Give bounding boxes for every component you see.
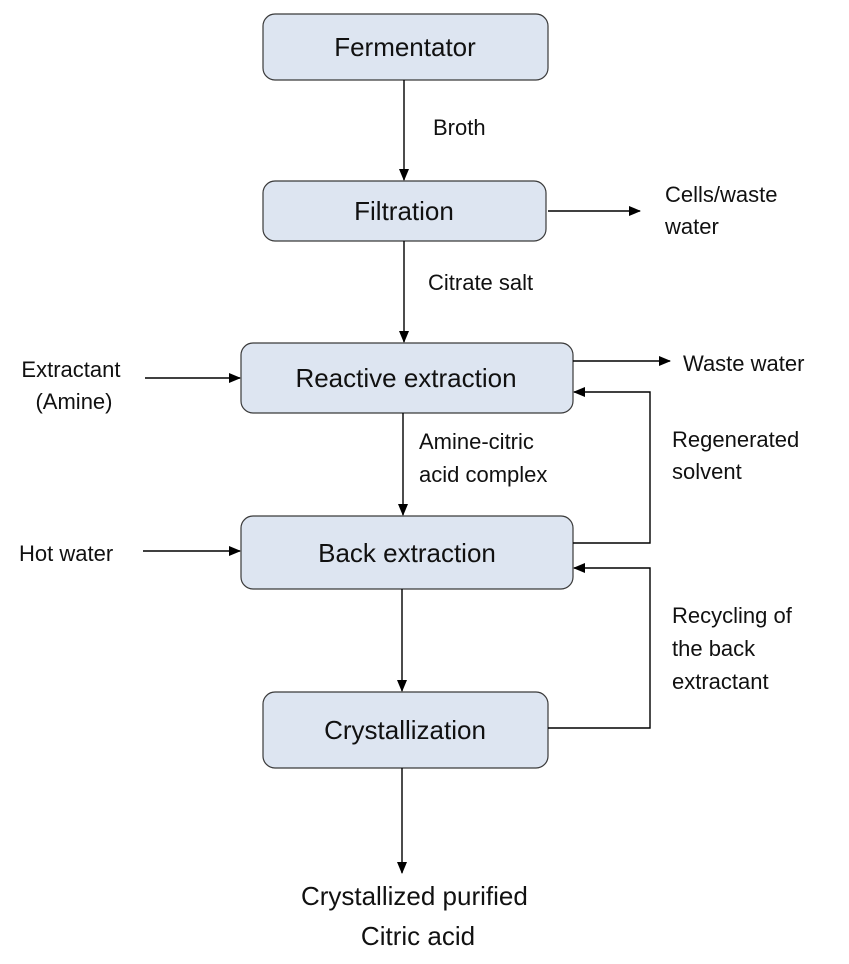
label-extractant: Extractant (Amine) — [21, 357, 126, 414]
arrow-regenerated-solvent-loop — [573, 387, 651, 544]
node-crystallization-label: Crystallization — [324, 715, 486, 745]
node-reactive-extraction-label: Reactive extraction — [295, 363, 516, 393]
label-amine-complex-line-1: Amine-citric — [419, 429, 534, 454]
label-cells-waste-water-line-1: Cells/waste — [665, 182, 777, 207]
label-hot-water: Hot water — [19, 541, 113, 566]
label-regenerated-solvent: Regenerated solvent — [672, 427, 805, 484]
label-cells-waste-water-line-2: water — [664, 214, 719, 239]
arrow-back-extractant-recycle-loop — [548, 563, 651, 729]
label-citrate-salt: Citrate salt — [428, 270, 533, 295]
node-filtration: Filtration — [262, 180, 547, 242]
product-label-line-1: Crystallized purified — [301, 881, 528, 911]
label-recycling-back-extractant: Recycling of the back extractant — [672, 603, 798, 694]
label-extractant-line-2: (Amine) — [35, 389, 112, 414]
node-back-extraction: Back extraction — [240, 515, 574, 590]
label-regenerated-solvent-line-2: solvent — [672, 459, 742, 484]
node-reactive-extraction: Reactive extraction — [240, 342, 574, 414]
label-amine-complex-line-2: acid complex — [419, 462, 547, 487]
node-fermentator-label: Fermentator — [334, 32, 476, 62]
label-broth: Broth — [433, 115, 486, 140]
label-waste-water: Waste water — [683, 351, 804, 376]
label-cells-waste-water: Cells/waste water — [664, 182, 784, 239]
label-recycling-line-2: the back — [672, 636, 756, 661]
label-recycling-line-1: Recycling of — [672, 603, 793, 628]
label-regenerated-solvent-line-1: Regenerated — [672, 427, 799, 452]
product-label: Crystallized purified Citric acid — [301, 881, 535, 951]
product-label-line-2: Citric acid — [361, 921, 475, 951]
node-back-extraction-label: Back extraction — [318, 538, 496, 568]
label-extractant-line-1: Extractant — [21, 357, 120, 382]
node-fermentator: Fermentator — [262, 13, 549, 81]
label-recycling-line-3: extractant — [672, 669, 769, 694]
node-filtration-label: Filtration — [354, 196, 454, 226]
node-crystallization: Crystallization — [262, 691, 549, 769]
label-amine-citric-acid-complex: Amine-citric acid complex — [419, 429, 547, 487]
